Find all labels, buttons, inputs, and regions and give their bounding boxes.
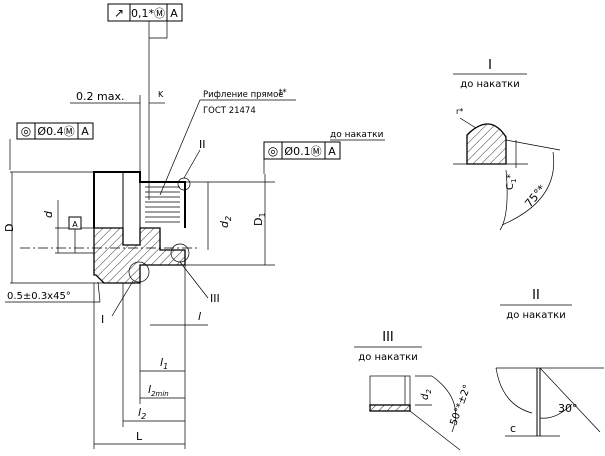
callouts: II III I xyxy=(101,138,220,326)
left-frame-datum: A xyxy=(81,125,89,138)
right-frame-datum: A xyxy=(328,145,336,158)
right-frame-tolerance: Ø0.1Ⓜ xyxy=(284,145,321,158)
detail-I-c-label: C1* xyxy=(505,174,518,190)
section-hatch xyxy=(93,227,186,284)
dim-chamfer: 0.5±0.3x45° xyxy=(7,291,71,302)
top-frame-tolerance: 0,1*Ⓜ xyxy=(131,7,165,20)
detail-III-angle: 50°*±2° xyxy=(448,383,473,427)
dim-l2: l2 xyxy=(138,406,146,421)
concentricity-icon: ◎ xyxy=(21,124,31,138)
knurl-line2: ГОСТ 21474 xyxy=(203,106,256,116)
dimensions: 0.2 max. K D d A d2 D1 0.5±0.3x45° l xyxy=(3,90,267,449)
detail-II: II до накатки 30° c xyxy=(495,288,604,437)
detail-circle-I xyxy=(128,261,150,283)
detail-III-subtitle: до накатки xyxy=(358,352,417,363)
dim-l1: l1 xyxy=(160,356,168,371)
dim-k: K xyxy=(158,90,164,99)
detail-II-title: II xyxy=(532,288,540,303)
left-frame-tolerance: Ø0.4Ⓜ xyxy=(37,125,74,138)
concentricity-icon-right: ◎ xyxy=(268,144,278,158)
runout-icon: ↗ xyxy=(114,6,124,20)
dim-D1: D1 xyxy=(252,212,267,226)
callout-I: I xyxy=(101,313,104,326)
detail-II-subtitle: до накатки xyxy=(506,310,565,321)
datum-A-label: A xyxy=(72,220,78,229)
knurl-line1: Рифление прямое xyxy=(203,90,284,100)
detail-I-r-label: r* xyxy=(456,107,463,116)
detail-III: III до накатки d2 50°*±2° xyxy=(354,330,473,451)
right-frame-title: до накатки xyxy=(330,130,384,140)
dim-d2: d2 xyxy=(218,216,233,228)
dim-L: L xyxy=(136,430,143,443)
right-control-frame: до накатки ◎ Ø0.1Ⓜ A xyxy=(263,130,385,174)
detail-III-d2: d2 xyxy=(420,389,433,400)
knurl-note: Рифление прямое t* ГОСТ 21474 xyxy=(159,88,296,196)
dim-D: D xyxy=(3,224,16,232)
top-control-frame: ↗ 0,1*Ⓜ A xyxy=(107,3,183,200)
main-part xyxy=(20,171,275,284)
detail-II-angle: 30° xyxy=(558,402,578,415)
dim-l2min: l2min xyxy=(148,383,169,398)
dim-max-gap: 0.2 max. xyxy=(76,90,124,103)
detail-I: I до накатки r* C1* 75°* xyxy=(453,58,561,231)
detail-III-title: III xyxy=(382,330,394,345)
detail-II-c-label: c xyxy=(510,422,516,435)
dim-l: l xyxy=(198,310,201,323)
detail-I-angle: 75°* xyxy=(522,182,548,210)
left-control-frame: ◎ Ø0.4Ⓜ A xyxy=(9,122,94,170)
top-frame-datum: A xyxy=(170,7,178,20)
dim-d: d xyxy=(42,210,55,218)
detail-I-subtitle: до накатки xyxy=(460,79,519,90)
detail-I-title: I xyxy=(488,58,492,73)
callout-III: III xyxy=(210,292,220,305)
callout-II: II xyxy=(199,138,206,151)
knurl-param: t* xyxy=(279,88,287,98)
knurl-area xyxy=(145,186,180,223)
